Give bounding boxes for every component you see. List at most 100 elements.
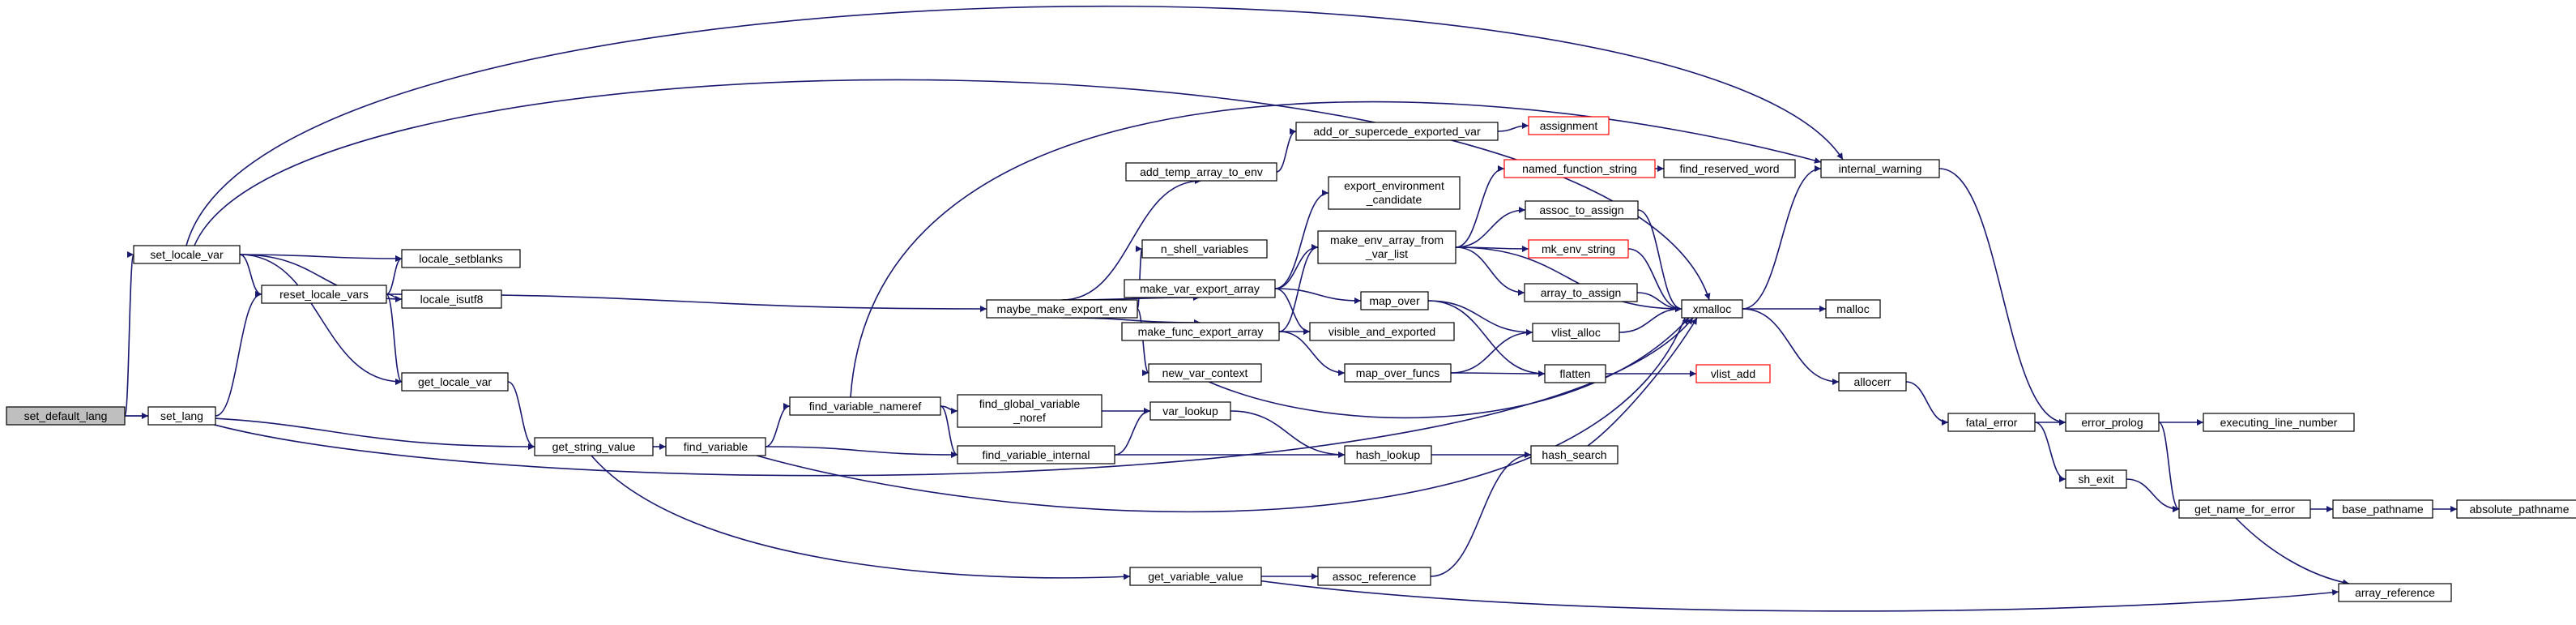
node-find-variable-internal[interactable]: find_variable_internal [957,445,1115,464]
node-assignment[interactable]: assignment [1528,116,1610,135]
node-box[interactable] [1528,239,1629,259]
node-box[interactable] [1125,162,1277,182]
node-mk-env-string[interactable]: mk_env_string [1528,239,1629,259]
node-hash-search[interactable]: hash_search [1530,445,1619,464]
node-reset-locale-vars[interactable]: reset_locale_vars [261,285,387,304]
node-box[interactable] [401,372,509,392]
node-box[interactable] [2332,499,2433,519]
node-box[interactable] [1524,283,1638,302]
node-box[interactable] [261,285,387,304]
node-new-var-context[interactable]: new_var_context [1148,363,1262,383]
node-box[interactable] [1129,567,1262,586]
node-box[interactable] [1681,299,1743,319]
node-locale-isutf8[interactable]: locale_isutf8 [401,289,502,309]
node-fatal-error[interactable]: fatal_error [1947,413,2036,432]
node-box[interactable] [957,445,1115,464]
node-box[interactable] [2203,413,2355,432]
node-box[interactable] [1838,372,1907,392]
node-box[interactable] [1528,116,1610,135]
node-find-reserved-word[interactable]: find_reserved_word [1663,159,1796,178]
node-set-lang[interactable]: set_lang [147,406,216,426]
node-box[interactable] [1947,413,2036,432]
node-set-default-lang[interactable]: set_default_lang [6,406,126,426]
node-box[interactable] [2338,583,2452,602]
node-map-over-funcs[interactable]: map_over_funcs [1344,363,1452,383]
node-get-variable-value[interactable]: get_variable_value [1129,567,1262,586]
node-assoc-reference[interactable]: assoc_reference [1317,567,1431,586]
node-sh-exit[interactable]: sh_exit [2065,469,2127,489]
node-box[interactable] [1525,200,1639,220]
node-flatten[interactable]: flatten [1544,364,1606,383]
node-array-to-assign[interactable]: array_to_assign [1524,283,1638,302]
node-box[interactable] [986,299,1138,319]
node-box[interactable] [2456,499,2576,519]
node-box[interactable] [1141,239,1268,259]
node-make-env-array-from-var-list[interactable]: make_env_array_from_var_list [1317,230,1456,264]
node-box[interactable] [1148,363,1262,383]
node-box[interactable] [1544,364,1606,383]
node-box[interactable] [1317,230,1456,264]
node-allocerr[interactable]: allocerr [1838,372,1907,392]
node-add-temp-array-to-env[interactable]: add_temp_array_to_env [1125,162,1277,182]
node-box[interactable] [1344,445,1432,464]
node-find-global-variable-noref[interactable]: find_global_variable_noref [957,394,1102,428]
node-box[interactable] [1328,176,1461,210]
node-box[interactable] [2065,469,2127,489]
node-xmalloc[interactable]: xmalloc [1681,299,1743,319]
node-internal-warning[interactable]: internal_warning [1820,159,1940,178]
node-box[interactable] [1530,445,1619,464]
node-locale-setblanks[interactable]: locale_setblanks [401,249,521,268]
node-maybe-make-export-env[interactable]: maybe_make_export_env [986,299,1138,319]
node-get-name-for-error[interactable]: get_name_for_error [2178,499,2311,519]
node-make-var-export-array[interactable]: make_var_export_array [1124,279,1276,298]
node-box[interactable] [147,406,216,426]
node-executing-line-number[interactable]: executing_line_number [2203,413,2355,432]
node-vlist-add[interactable]: vlist_add [1695,364,1771,383]
node-box[interactable] [401,249,521,268]
node-box[interactable] [1360,291,1429,310]
node-box[interactable] [1825,299,1881,319]
node-box[interactable] [1695,364,1771,383]
node-box[interactable] [1820,159,1940,178]
node-get-string-value[interactable]: get_string_value [534,437,654,456]
node-var-lookup[interactable]: var_lookup [1149,401,1231,421]
node-box[interactable] [1503,159,1656,178]
node-box[interactable] [1663,159,1796,178]
node-visible-and-exported[interactable]: visible_and_exported [1309,322,1455,341]
node-box[interactable] [1309,322,1455,341]
node-array-reference[interactable]: array_reference [2338,583,2452,602]
node-box[interactable] [2065,413,2160,432]
node-box[interactable] [1532,323,1620,342]
node-malloc[interactable]: malloc [1825,299,1881,319]
node-named-function-string[interactable]: named_function_string [1503,159,1656,178]
node-hash-lookup[interactable]: hash_lookup [1344,445,1432,464]
node-set-locale-var[interactable]: set_locale_var [133,245,241,264]
node-base-pathname[interactable]: base_pathname [2332,499,2433,519]
node-export-environment-candidate[interactable]: export_environment_candidate [1328,176,1461,210]
node-error-prolog[interactable]: error_prolog [2065,413,2160,432]
node-find-variable-nameref[interactable]: find_variable_nameref [789,396,941,416]
node-find-variable[interactable]: find_variable [665,437,766,456]
node-box[interactable] [1121,322,1280,341]
node-box[interactable] [1317,567,1431,586]
node-box[interactable] [1149,401,1231,421]
node-make-func-export-array[interactable]: make_func_export_array [1121,322,1280,341]
node-box[interactable] [133,245,241,264]
node-add-or-supercede-exported-var[interactable]: add_or_supercede_exported_var [1295,122,1499,141]
node-box[interactable] [665,437,766,456]
node-box[interactable] [1124,279,1276,298]
node-absolute-pathname[interactable]: absolute_pathname [2456,499,2576,519]
node-n-shell-variables[interactable]: n_shell_variables [1141,239,1268,259]
node-map-over[interactable]: map_over [1360,291,1429,310]
node-box[interactable] [957,394,1102,428]
node-box[interactable] [2178,499,2311,519]
node-box[interactable] [1344,363,1452,383]
node-box[interactable] [534,437,654,456]
node-get-locale-var[interactable]: get_locale_var [401,372,509,392]
node-box[interactable] [789,396,941,416]
node-assoc-to-assign[interactable]: assoc_to_assign [1525,200,1639,220]
node-vlist-alloc[interactable]: vlist_alloc [1532,323,1620,342]
node-box[interactable] [6,406,126,426]
node-box[interactable] [401,289,502,309]
node-box[interactable] [1295,122,1499,141]
